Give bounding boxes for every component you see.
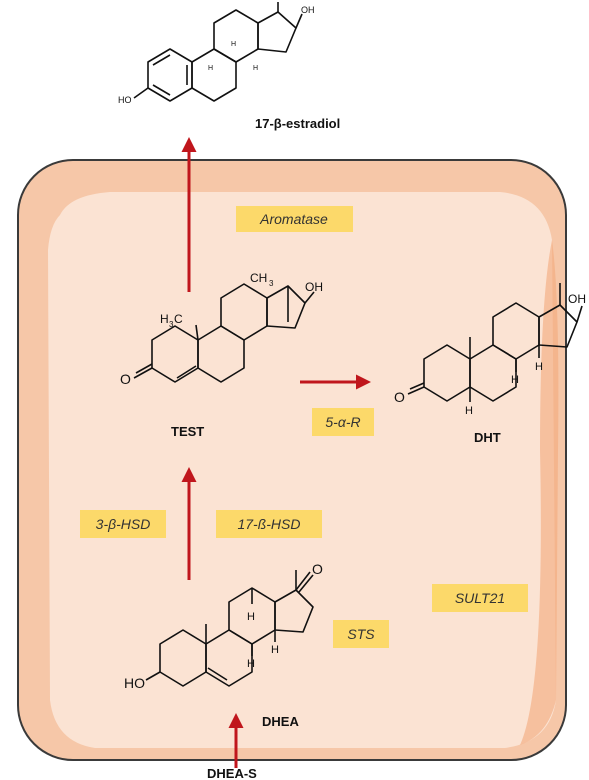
dht-h-label: H [465, 405, 473, 417]
dhea-ho-label: HO [124, 675, 145, 691]
test-label: TEST [171, 424, 204, 439]
test-ch3-sub: 3 [269, 279, 274, 288]
estradiol-h-label: H [253, 65, 258, 72]
testosterone-structure: O H 3 C CH 3 OH [120, 271, 323, 387]
dht-h-label: H [535, 361, 543, 373]
seventeen-beta-hsd-label: 17-ß-HSD [237, 516, 300, 532]
dht-h-label: H [511, 374, 519, 386]
test-o-label: O [120, 371, 131, 387]
test-ch3-label: CH [250, 271, 267, 285]
aromatase-label: Aromatase [259, 211, 328, 227]
test-h3c-c: C [174, 312, 183, 326]
sult21-label: SULT21 [455, 590, 505, 606]
dhea-label: DHEA [262, 714, 299, 729]
sts-label: STS [347, 626, 375, 642]
dhea-h-label: H [271, 644, 279, 656]
five-alpha-r-label: 5-α-R [325, 414, 360, 430]
sts-box [333, 620, 389, 648]
three-beta-hsd-label: 3-β-HSD [96, 516, 151, 532]
dht-o-label: O [394, 389, 405, 405]
dhea-o-label: O [312, 561, 323, 577]
estradiol-oh-label: OH [301, 5, 315, 15]
estradiol-label: 17-β-estradiol [255, 116, 340, 131]
sult21-box [432, 584, 528, 612]
test-h3c-sub: 3 [169, 320, 174, 329]
dht-label: DHT [474, 430, 501, 445]
dht-oh-label: OH [568, 292, 586, 306]
estradiol-ho-label: HO [118, 95, 132, 105]
dhea-s-label: DHEA-S [207, 766, 257, 780]
cell-inner [48, 192, 556, 748]
dht-structure: O OH H H H [394, 283, 586, 417]
three-beta-hsd-box [80, 510, 166, 538]
estradiol-h-label: H [231, 41, 236, 48]
cell-highlight-right [520, 240, 559, 745]
dhea-h-label: H [247, 611, 255, 623]
dhea-h-label: H [247, 658, 255, 670]
estradiol-h-label: H [208, 65, 213, 72]
estradiol-structure: HO OH H H H [118, 2, 315, 105]
seventeen-beta-hsd-box [216, 510, 322, 538]
test-oh-label: OH [305, 280, 323, 294]
five-alpha-r-box [312, 408, 374, 436]
aromatase-box [236, 206, 353, 232]
test-h3c-label: H [160, 312, 169, 326]
dhea-structure: HO O H H H [124, 561, 323, 691]
